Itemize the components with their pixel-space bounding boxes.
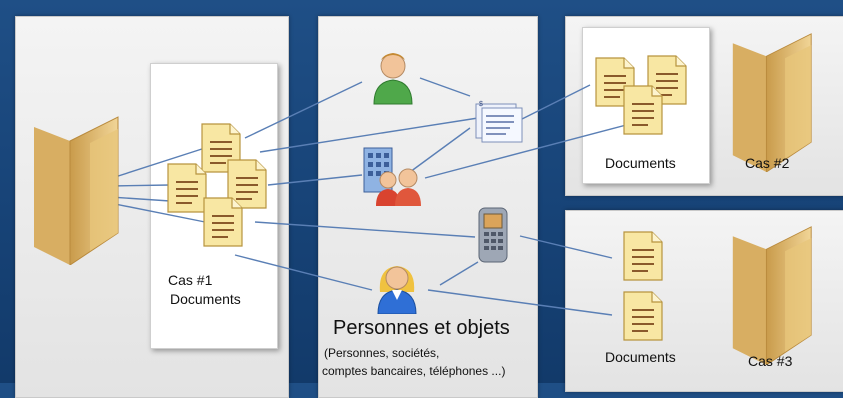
document-icon [623, 85, 663, 135]
link-lines [109, 77, 631, 316]
folder-icon [732, 33, 812, 172]
document-icon [203, 197, 243, 247]
svg-text:$: $ [479, 101, 483, 108]
folder-icon [34, 116, 119, 265]
center-subtitle-line1: (Personnes, sociétés, [324, 346, 440, 360]
center-subtitle-line2: comptes bancaires, téléphones ...) [322, 364, 506, 378]
case3-label: Cas #3 [748, 353, 793, 369]
bank-account-icon: $ [475, 101, 523, 143]
center-title: Personnes et objets [333, 317, 510, 339]
folder-icon [732, 226, 812, 365]
case1-sublabel: Documents [170, 291, 241, 307]
woman-icon [377, 266, 417, 314]
phone-icon [478, 207, 508, 263]
case1-label: Cas #1 [168, 272, 213, 288]
company-icon [363, 147, 421, 206]
case3-docs-label: Documents [605, 349, 676, 365]
document-icon [623, 291, 663, 341]
person-icon [373, 53, 413, 105]
case2-label: Cas #2 [745, 155, 790, 171]
case2-docs-label: Documents [605, 155, 676, 171]
document-icon [623, 231, 663, 281]
